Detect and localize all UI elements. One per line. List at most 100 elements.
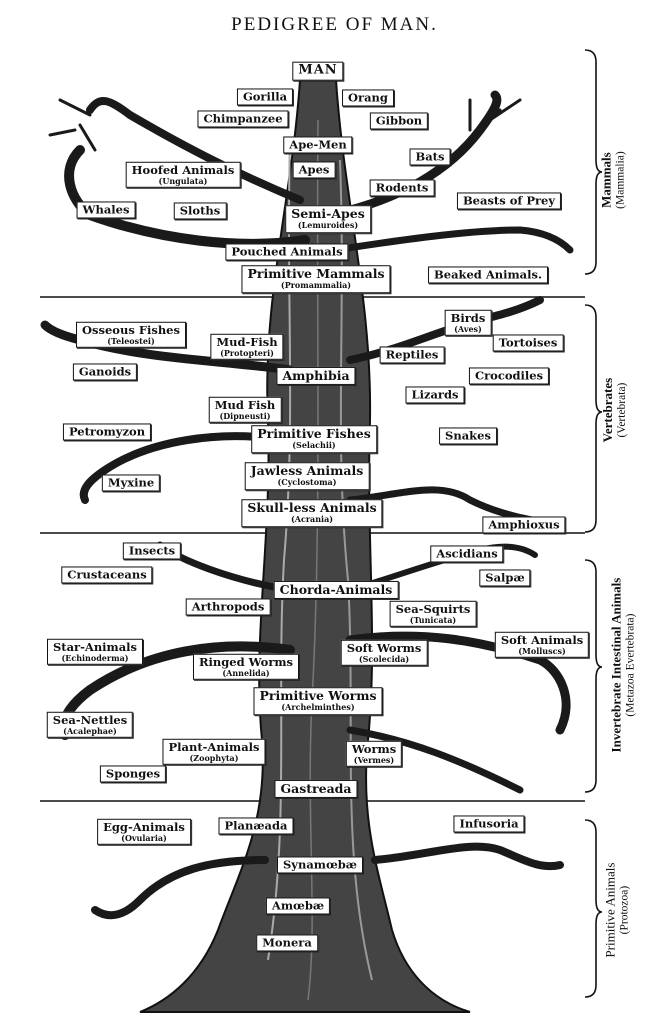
group-label-vertebrates: Vertebrates(Vertebrata) bbox=[599, 377, 629, 443]
taxon-name: Beaked Animals. bbox=[434, 267, 542, 282]
taxon-latin-name: (Acalephae) bbox=[63, 725, 117, 736]
taxon-latin-name: (Ovularia) bbox=[121, 832, 167, 843]
group-latin-name: (Metazoa Evertebrata) bbox=[623, 613, 636, 717]
taxon-name: Sea-Nettles bbox=[52, 712, 128, 727]
taxon-latin-name: (Vermes) bbox=[353, 754, 395, 765]
taxon-label-softanimals: Soft Animals(Molluscs) bbox=[494, 631, 590, 659]
taxon-label-chordaanimals: Chorda-Animals bbox=[273, 580, 399, 600]
taxon-name: Chimpanzee bbox=[203, 111, 283, 126]
taxon-name: Gorilla bbox=[242, 89, 288, 104]
taxon-name: Pouched Animals bbox=[231, 244, 343, 259]
taxon-name: Orang bbox=[348, 90, 388, 105]
taxon-label-orang: Orang bbox=[342, 89, 394, 107]
taxon-label-hoofed: Hoofed Animals(Ungulata) bbox=[125, 161, 241, 189]
taxon-latin-name: (Teleostei) bbox=[107, 335, 155, 346]
taxon-name: Jawless Animals bbox=[250, 463, 364, 479]
taxon-label-mudfish2: Mud Fish(Dipneusti) bbox=[208, 396, 282, 424]
taxon-label-crustaceans: Crustaceans bbox=[61, 566, 153, 584]
taxon-name: Amphibia bbox=[282, 367, 350, 383]
taxon-name: Primitive Mammals bbox=[247, 266, 385, 282]
taxon-name: Crocodiles bbox=[474, 368, 544, 383]
taxon-name: Petromyzon bbox=[68, 424, 146, 439]
taxon-name: Tortoises bbox=[498, 335, 558, 350]
taxon-name: Primitive Fishes bbox=[257, 426, 371, 442]
taxon-label-bats: Bats bbox=[409, 148, 451, 166]
taxon-label-arthropods: Arthropods bbox=[185, 598, 271, 616]
taxon-name: Lizards bbox=[411, 387, 459, 402]
taxon-label-reptiles: Reptiles bbox=[379, 346, 445, 364]
taxon-label-beaked: Beaked Animals. bbox=[428, 266, 548, 284]
taxon-label-synamoebae: Synamœbæ bbox=[276, 856, 364, 874]
taxon-name: Osseous Fishes bbox=[82, 322, 180, 337]
taxon-name: Star-Animals bbox=[52, 639, 138, 654]
taxon-name: Sloths bbox=[179, 203, 221, 218]
taxon-name: Amœbæ bbox=[271, 898, 325, 913]
taxon-name: Reptiles bbox=[385, 347, 439, 362]
taxon-label-infusoria: Infusoria bbox=[453, 815, 525, 833]
taxon-name: Snakes bbox=[445, 428, 491, 443]
taxon-label-salpae: Salpæ bbox=[479, 569, 531, 587]
taxon-latin-name: (Echinoderma) bbox=[61, 652, 129, 663]
group-name: Mammals bbox=[598, 152, 614, 208]
taxon-label-gorilla: Gorilla bbox=[236, 88, 294, 106]
taxon-label-seanettles: Sea-Nettles(Acalephae) bbox=[46, 711, 134, 739]
taxon-name: Hoofed Animals bbox=[131, 162, 235, 177]
taxon-name: Skull-less Animals bbox=[247, 500, 377, 516]
group-label-primitive: Primitive Animals(Protozoa) bbox=[601, 862, 631, 958]
taxon-name: Synamœbæ bbox=[282, 857, 358, 872]
taxon-name: Monera bbox=[262, 935, 312, 950]
taxon-name: Rodents bbox=[375, 180, 429, 195]
taxon-label-apes: Apes bbox=[292, 161, 336, 179]
taxon-label-petromyzon: Petromyzon bbox=[62, 423, 152, 441]
group-braces bbox=[584, 49, 603, 998]
taxon-name: Ringed Worms bbox=[198, 654, 294, 669]
taxon-name: Salpæ bbox=[485, 570, 525, 585]
taxon-name: Beasts of Prey bbox=[462, 193, 556, 208]
taxon-latin-name: (Aves) bbox=[454, 323, 482, 334]
group-latin-name: (Protozoa) bbox=[617, 885, 630, 935]
taxon-label-staranimals: Star-Animals(Echinoderma) bbox=[46, 638, 144, 666]
diagram-title: PEDIGREE OF MAN. bbox=[231, 14, 438, 35]
taxon-name: Apes bbox=[298, 162, 330, 177]
taxon-name: Chorda-Animals bbox=[279, 581, 393, 597]
taxon-label-man: MAN bbox=[292, 61, 344, 81]
taxon-label-snakes: Snakes bbox=[439, 427, 497, 445]
taxon-label-semiapes: Semi-Apes(Lemuroides) bbox=[285, 205, 371, 233]
taxon-latin-name: (Ungulata) bbox=[158, 175, 208, 186]
taxon-name: Gastreada bbox=[280, 780, 352, 796]
taxon-label-plantanimals: Plant-Animals(Zoophyta) bbox=[162, 738, 266, 766]
taxon-name: Ape-Men bbox=[289, 137, 347, 152]
taxon-label-monera: Monera bbox=[256, 934, 318, 952]
taxon-label-whales: Whales bbox=[76, 201, 136, 219]
taxon-name: Semi-Apes bbox=[291, 206, 365, 222]
taxon-latin-name: (Scolecida) bbox=[358, 653, 410, 664]
taxon-label-ganoids: Ganoids bbox=[72, 363, 138, 381]
taxon-name: Insects bbox=[128, 543, 176, 558]
taxon-label-myxine: Myxine bbox=[101, 474, 161, 492]
taxon-label-rodents: Rodents bbox=[369, 179, 435, 197]
group-latin-name: (Vertebrata) bbox=[615, 382, 628, 438]
taxon-label-amphibia: Amphibia bbox=[276, 366, 356, 386]
taxon-label-apemen: Ape-Men bbox=[283, 136, 353, 154]
taxon-name: Amphioxus bbox=[488, 517, 560, 532]
taxon-latin-name: (Zoophyta) bbox=[189, 752, 239, 763]
taxon-latin-name: (Selachii) bbox=[292, 440, 336, 451]
group-name: Primitive Animals bbox=[601, 862, 617, 958]
taxon-label-seasquirts: Sea-Squirts(Tunicata) bbox=[389, 600, 477, 628]
taxon-label-gastreada: Gastreada bbox=[274, 779, 358, 799]
taxon-name: MAN bbox=[298, 62, 338, 78]
taxon-name: Sponges bbox=[105, 766, 161, 781]
taxon-name: Myxine bbox=[107, 475, 155, 490]
taxon-name: Primitive Worms bbox=[259, 688, 377, 704]
taxon-label-skullless: Skull-less Animals(Acrania) bbox=[241, 499, 383, 527]
taxon-name: Egg-Animals bbox=[103, 819, 185, 834]
taxon-label-gibbon: Gibbon bbox=[369, 112, 429, 130]
taxon-label-egganimals: Egg-Animals(Ovularia) bbox=[97, 818, 191, 846]
taxon-label-osseous: Osseous Fishes(Teleostei) bbox=[76, 321, 186, 349]
group-latin-name: (Mammalia) bbox=[614, 151, 627, 209]
group-name: Vertebrates bbox=[599, 377, 615, 443]
taxon-label-insects: Insects bbox=[122, 542, 182, 560]
taxon-label-ringedworms: Ringed Worms(Annelida) bbox=[192, 653, 300, 681]
taxon-name: Sea-Squirts bbox=[395, 601, 471, 616]
taxon-label-primitiveworms: Primitive Worms(Archelminthes) bbox=[253, 687, 383, 715]
